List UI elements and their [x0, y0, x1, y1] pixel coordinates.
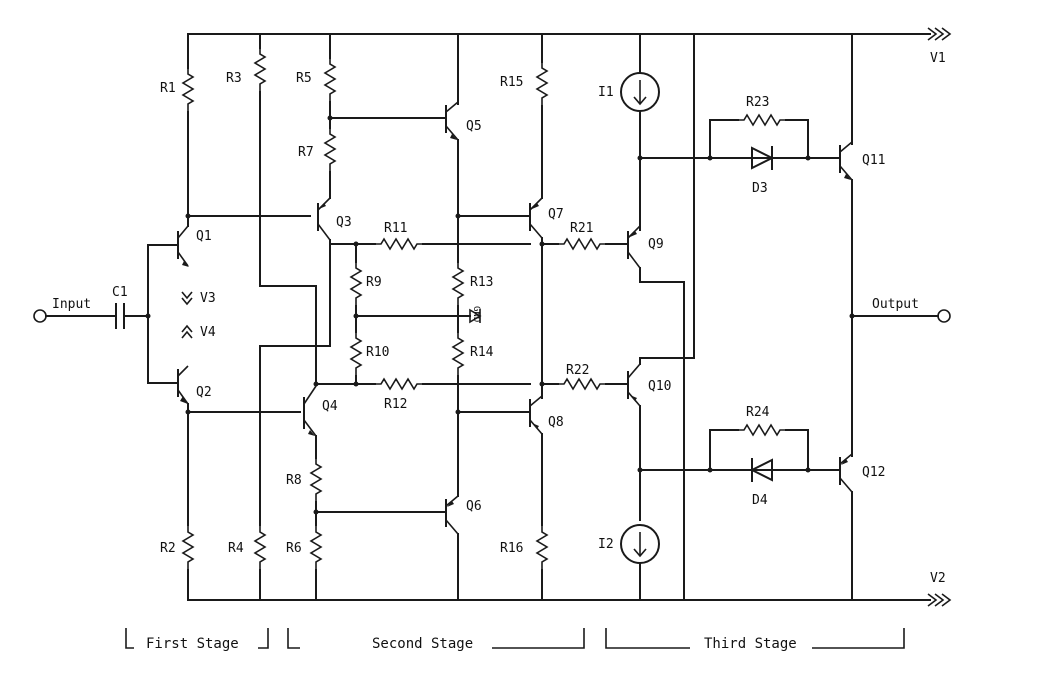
second-stage-label: Second Stage: [372, 636, 473, 652]
transistor-q4: [303, 385, 317, 437]
r11-label: R11: [384, 221, 407, 236]
v2-label: V2: [930, 571, 946, 586]
ground-symbol: [469, 308, 482, 324]
input-terminal: [33, 244, 177, 384]
rail-v2: [187, 593, 952, 607]
output-terminal: [937, 309, 951, 323]
first-stage-label: First Stage: [146, 636, 239, 652]
transistor-q9: [627, 225, 641, 269]
q1-label: Q1: [196, 229, 212, 244]
r7-label: R7: [298, 145, 314, 160]
i1-label: I1: [598, 85, 614, 100]
current-source-i2: [620, 524, 660, 564]
q10-label: Q10: [648, 379, 671, 394]
q11-label: Q11: [862, 153, 885, 168]
r16-label: R16: [500, 541, 523, 556]
q8-label: Q8: [548, 415, 564, 430]
r5-label: R5: [296, 71, 312, 86]
c1-label: C1: [112, 285, 128, 300]
q4-label: Q4: [322, 399, 338, 414]
transistor-q8: [519, 395, 543, 435]
r22-label: R22: [566, 363, 589, 378]
r3-label: R3: [226, 71, 242, 86]
current-source-i1: [620, 72, 660, 112]
d3-label: D3: [752, 181, 768, 196]
transistor-q10: [627, 363, 641, 407]
r14-label: R14: [470, 345, 494, 360]
r8-label: R8: [286, 473, 302, 488]
transistor-q5: [435, 101, 459, 141]
gnd-label: GND: [471, 306, 481, 322]
q7-label: Q7: [548, 207, 564, 222]
r13-label: R13: [470, 275, 493, 290]
r15-label: R15: [500, 75, 523, 90]
r23-label: R23: [746, 95, 769, 110]
transistor-q7: [519, 197, 543, 239]
r10-label: R10: [366, 345, 389, 360]
rail-v1: [187, 27, 952, 41]
transistor-q11: [819, 141, 853, 181]
q6-label: Q6: [466, 499, 482, 514]
transistor-q6: [439, 495, 459, 535]
diode-d3: [751, 146, 775, 170]
transistor-q2: [177, 365, 189, 405]
i2-label: I2: [598, 537, 614, 552]
r6-label: R6: [286, 541, 302, 556]
q3-label: Q3: [336, 215, 352, 230]
d4-label: D4: [752, 493, 768, 508]
r2-label: R2: [160, 541, 176, 556]
q9-label: Q9: [648, 237, 664, 252]
q2-label: Q2: [196, 385, 212, 400]
v3-label: V3: [200, 291, 216, 306]
transistor-q1: [177, 225, 189, 267]
third-stage-label: Third Stage: [704, 636, 797, 652]
output-label: Output: [872, 297, 919, 312]
transistor-q12: [819, 453, 853, 493]
r4-label: R4: [228, 541, 244, 556]
v4-label: V4: [200, 325, 216, 340]
r21-label: R21: [570, 221, 593, 236]
r12-label: R12: [384, 397, 407, 412]
q5-label: Q5: [466, 119, 482, 134]
r9-label: R9: [366, 275, 382, 290]
r1-label: R1: [160, 81, 176, 96]
v1-label: V1: [930, 51, 946, 66]
transistor-q3: [317, 197, 331, 241]
diode-d4: [749, 458, 773, 482]
r24-label: R24: [746, 405, 770, 420]
input-label: Input: [52, 297, 91, 312]
q12-label: Q12: [862, 465, 885, 480]
